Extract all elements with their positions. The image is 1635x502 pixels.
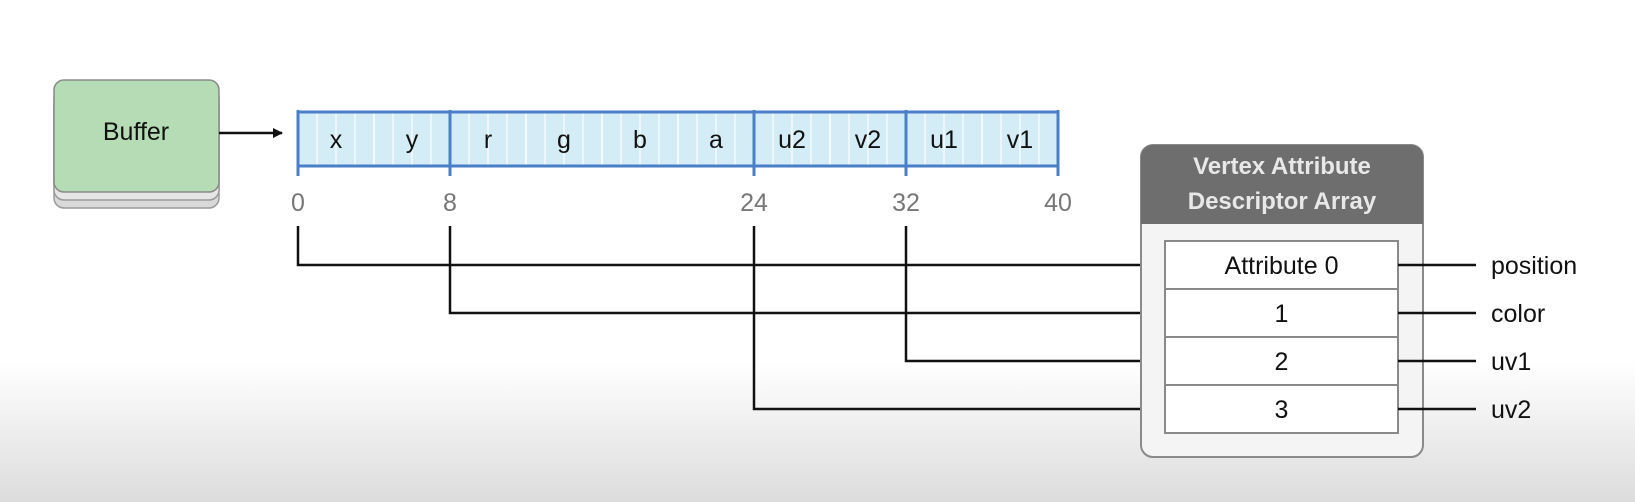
attribute-row-label-1: 1 xyxy=(1275,300,1289,328)
buffer-box xyxy=(53,79,220,193)
attribute-row-2 xyxy=(1164,336,1399,386)
offset-label-0: 0 xyxy=(291,189,305,217)
attribute-row-label-2: 2 xyxy=(1275,348,1289,376)
attribute-rows: Attribute 0 position 1 color 2 uv1 3 uv2 xyxy=(1164,240,1577,434)
attribute-name-position: position xyxy=(1491,252,1577,280)
offset-label-24: 24 xyxy=(740,189,768,217)
connector-offset-8 xyxy=(448,226,1152,318)
field-label-v2: v2 xyxy=(855,126,881,154)
offset-label-32: 32 xyxy=(892,189,920,217)
field-label-a: a xyxy=(709,126,723,154)
attribute-row-0 xyxy=(1164,240,1399,290)
connector-offset-32 xyxy=(904,226,1152,366)
field-label-b: b xyxy=(633,126,647,154)
descriptor-title-line-1: Vertex Attribute xyxy=(1193,153,1371,180)
field-label-u2: u2 xyxy=(778,126,806,154)
descriptor-array-panel: Vertex Attribute Descriptor Array Attrib… xyxy=(1140,144,1577,458)
descriptor-header xyxy=(1141,145,1423,224)
attribute-name-color: color xyxy=(1491,300,1545,328)
attribute-row-label-0: Attribute 0 xyxy=(1225,252,1339,280)
field-label-x: x xyxy=(330,126,343,154)
attribute-row-label-3: 3 xyxy=(1275,396,1289,424)
offset-connectors xyxy=(296,226,1152,414)
offset-label-40: 40 xyxy=(1044,189,1072,217)
attribute-name-uv2: uv2 xyxy=(1491,396,1531,424)
descriptor-title-line-2: Descriptor Array xyxy=(1188,188,1377,215)
field-label-g: g xyxy=(557,126,571,154)
buffer-stack: Buffer xyxy=(53,79,220,209)
offset-label-8: 8 xyxy=(443,189,457,217)
field-label-r: r xyxy=(484,126,492,154)
buffer-label: Buffer xyxy=(103,118,169,146)
field-label-u1: u1 xyxy=(930,126,958,154)
field-label-y: y xyxy=(406,126,419,154)
connector-offset-24 xyxy=(752,226,1152,414)
vertex-layout-strip: x y r g b a u2 v2 u1 v1 xyxy=(296,110,1060,168)
connector-offset-0 xyxy=(296,226,1152,270)
field-label-v1: v1 xyxy=(1007,126,1033,154)
attribute-name-uv1: uv1 xyxy=(1491,348,1531,376)
offset-labels: 0 8 24 32 40 xyxy=(291,110,1072,217)
